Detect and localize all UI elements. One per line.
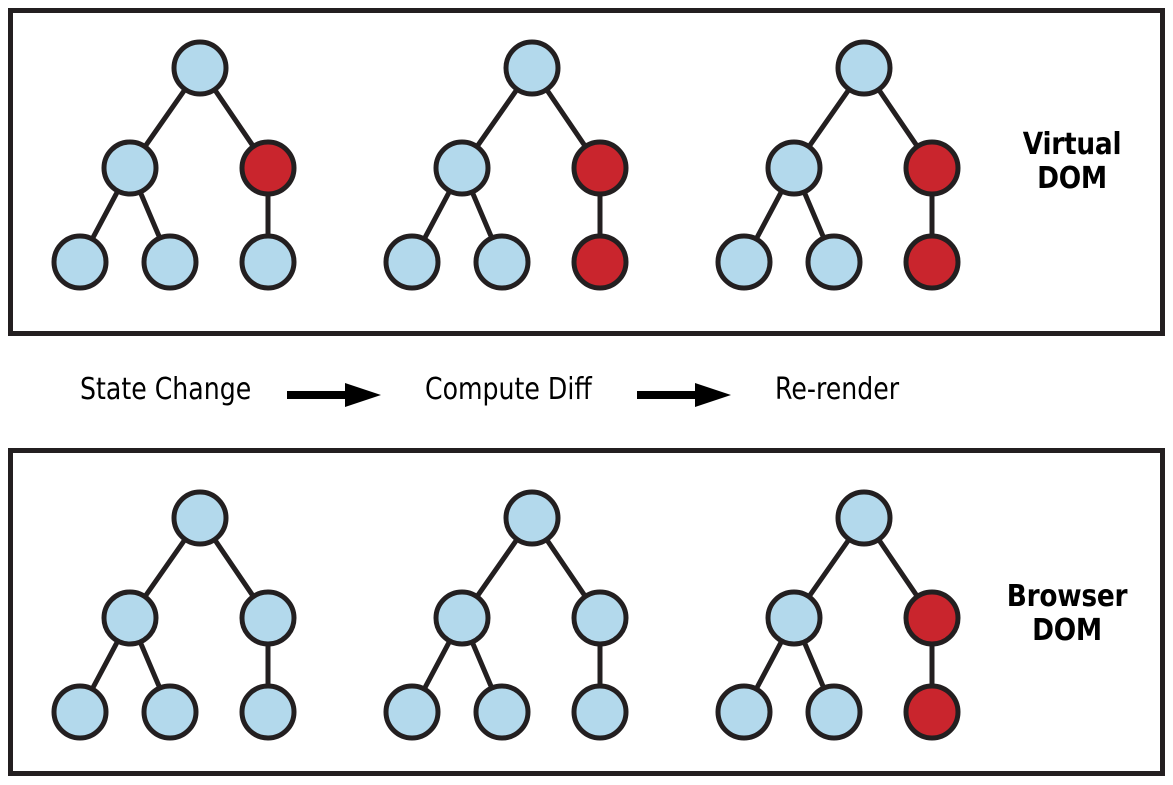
tree-node-left[interactable]	[101, 139, 159, 197]
tree-node-root[interactable]	[503, 489, 561, 547]
tree-nodes	[51, 39, 297, 291]
tree-node-right[interactable]	[903, 139, 961, 197]
tree-node-leaf-3[interactable]	[571, 683, 629, 741]
flow-step-re-render: Re-render	[775, 372, 900, 407]
arrow-right-icon	[637, 383, 731, 407]
tree-node-left[interactable]	[101, 589, 159, 647]
panel-label-line-1: Browser	[1006, 579, 1128, 614]
panel-label-line-2: DOM	[1032, 612, 1102, 648]
tree-nodes	[715, 489, 961, 741]
tree-nodes	[51, 489, 297, 741]
tree-node-leaf-3[interactable]	[239, 683, 297, 741]
tree-node-leaf-2[interactable]	[141, 683, 199, 741]
tree-browser-dom-stage-2	[383, 489, 629, 741]
flow-band: State Change Compute Diff Re-render	[0, 352, 1000, 432]
tree-node-leaf-1[interactable]	[51, 683, 109, 741]
tree-node-right[interactable]	[239, 589, 297, 647]
tree-node-left[interactable]	[433, 139, 491, 197]
tree-nodes	[383, 39, 629, 291]
tree-node-leaf-1[interactable]	[383, 683, 441, 741]
tree-node-leaf-2[interactable]	[141, 233, 199, 291]
tree-node-root[interactable]	[171, 489, 229, 547]
tree-node-leaf-1[interactable]	[383, 233, 441, 291]
flow-step-state-change: State Change	[80, 372, 252, 407]
tree-node-right[interactable]	[903, 589, 961, 647]
tree-nodes	[715, 39, 961, 291]
panel-label-virtual-dom: Virtual DOM	[1006, 128, 1138, 195]
tree-node-leaf-3[interactable]	[239, 233, 297, 291]
panel-label-line-1: Virtual	[1022, 127, 1122, 162]
tree-node-leaf-2[interactable]	[805, 683, 863, 741]
tree-node-leaf-1[interactable]	[715, 683, 773, 741]
tree-nodes	[383, 489, 629, 741]
arrow-right-icon	[287, 383, 381, 407]
tree-virtual-dom-stage-2	[383, 39, 629, 291]
tree-node-left[interactable]	[765, 589, 823, 647]
tree-node-leaf-1[interactable]	[51, 233, 109, 291]
panel-label-line-2: DOM	[1037, 160, 1107, 196]
tree-node-leaf-3[interactable]	[903, 683, 961, 741]
tree-node-right[interactable]	[571, 589, 629, 647]
tree-browser-dom-stage-3	[715, 489, 961, 741]
tree-node-root[interactable]	[835, 489, 893, 547]
tree-browser-dom-stage-1	[51, 489, 297, 741]
tree-node-leaf-2[interactable]	[473, 233, 531, 291]
panel-label-browser-dom: Browser DOM	[997, 580, 1138, 647]
tree-node-leaf-2[interactable]	[805, 233, 863, 291]
tree-node-leaf-1[interactable]	[715, 233, 773, 291]
tree-node-leaf-3[interactable]	[571, 233, 629, 291]
tree-node-root[interactable]	[503, 39, 561, 97]
tree-virtual-dom-stage-1	[51, 39, 297, 291]
tree-node-right[interactable]	[239, 139, 297, 197]
tree-virtual-dom-stage-3	[715, 39, 961, 291]
flow-step-compute-diff: Compute Diff	[425, 372, 592, 407]
tree-node-leaf-2[interactable]	[473, 683, 531, 741]
tree-node-left[interactable]	[765, 139, 823, 197]
tree-node-left[interactable]	[433, 589, 491, 647]
tree-node-right[interactable]	[571, 139, 629, 197]
tree-node-root[interactable]	[171, 39, 229, 97]
tree-node-leaf-3[interactable]	[903, 233, 961, 291]
tree-node-root[interactable]	[835, 39, 893, 97]
